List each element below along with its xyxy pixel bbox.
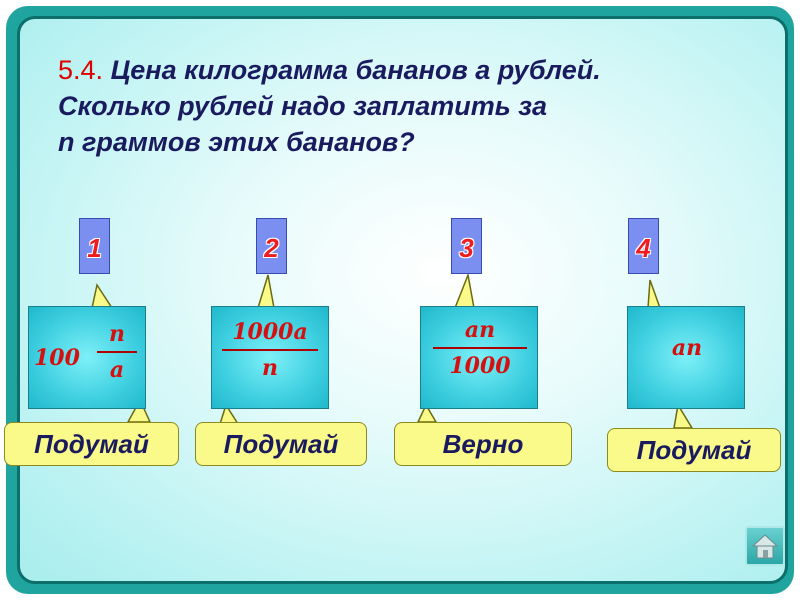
option-3-numerator: an: [464, 317, 496, 343]
pointer-2-top: [256, 274, 275, 309]
option-3-fraction: an 1000: [433, 317, 527, 379]
home-icon: [751, 534, 779, 559]
pointer-3-top: [453, 272, 475, 309]
question-number: 5.4.: [58, 55, 104, 85]
pointer-4-top: [647, 279, 662, 309]
option-2-denominator: n: [262, 355, 278, 381]
slide-panel: [17, 16, 788, 584]
option-1-label[interactable]: Подумай: [4, 422, 179, 466]
pointer-1-top: [91, 283, 114, 309]
option-2-numerator: 1000a: [232, 319, 308, 345]
fraction-bar: [222, 349, 318, 351]
fraction-bar: [97, 351, 137, 353]
fraction-bar: [433, 347, 527, 349]
question-text: 5.4. Цена килограмма бананов а рублей. С…: [58, 52, 758, 160]
question-line-2: Сколько рублей надо заплатить за: [58, 91, 548, 121]
option-1-box[interactable]: 100 n a: [28, 306, 146, 409]
option-2-label[interactable]: Подумай: [195, 422, 367, 466]
question-line-1: Цена килограмма бананов а рублей.: [110, 55, 601, 85]
option-1-coef: 100: [34, 345, 80, 371]
option-4-box[interactable]: an: [627, 306, 745, 409]
option-1-number[interactable]: 1: [79, 218, 110, 274]
option-1-fraction: n a: [97, 321, 137, 383]
option-4-expression: an: [671, 335, 703, 361]
option-2-box[interactable]: 1000a n: [211, 306, 329, 409]
option-3-label[interactable]: Верно: [394, 422, 572, 466]
option-2-fraction: 1000a n: [222, 319, 318, 381]
option-1-numerator: n: [109, 321, 125, 347]
option-1-denominator: a: [109, 357, 125, 383]
option-4-label[interactable]: Подумай: [607, 428, 781, 472]
option-4-number[interactable]: 4: [628, 218, 659, 274]
option-3-number[interactable]: 3: [451, 218, 482, 274]
option-2-number[interactable]: 2: [256, 218, 287, 274]
question-line-3: n граммов этих бананов?: [58, 127, 415, 157]
home-button[interactable]: [745, 526, 785, 566]
option-3-denominator: 1000: [449, 353, 511, 379]
option-3-box[interactable]: an 1000: [420, 306, 538, 409]
